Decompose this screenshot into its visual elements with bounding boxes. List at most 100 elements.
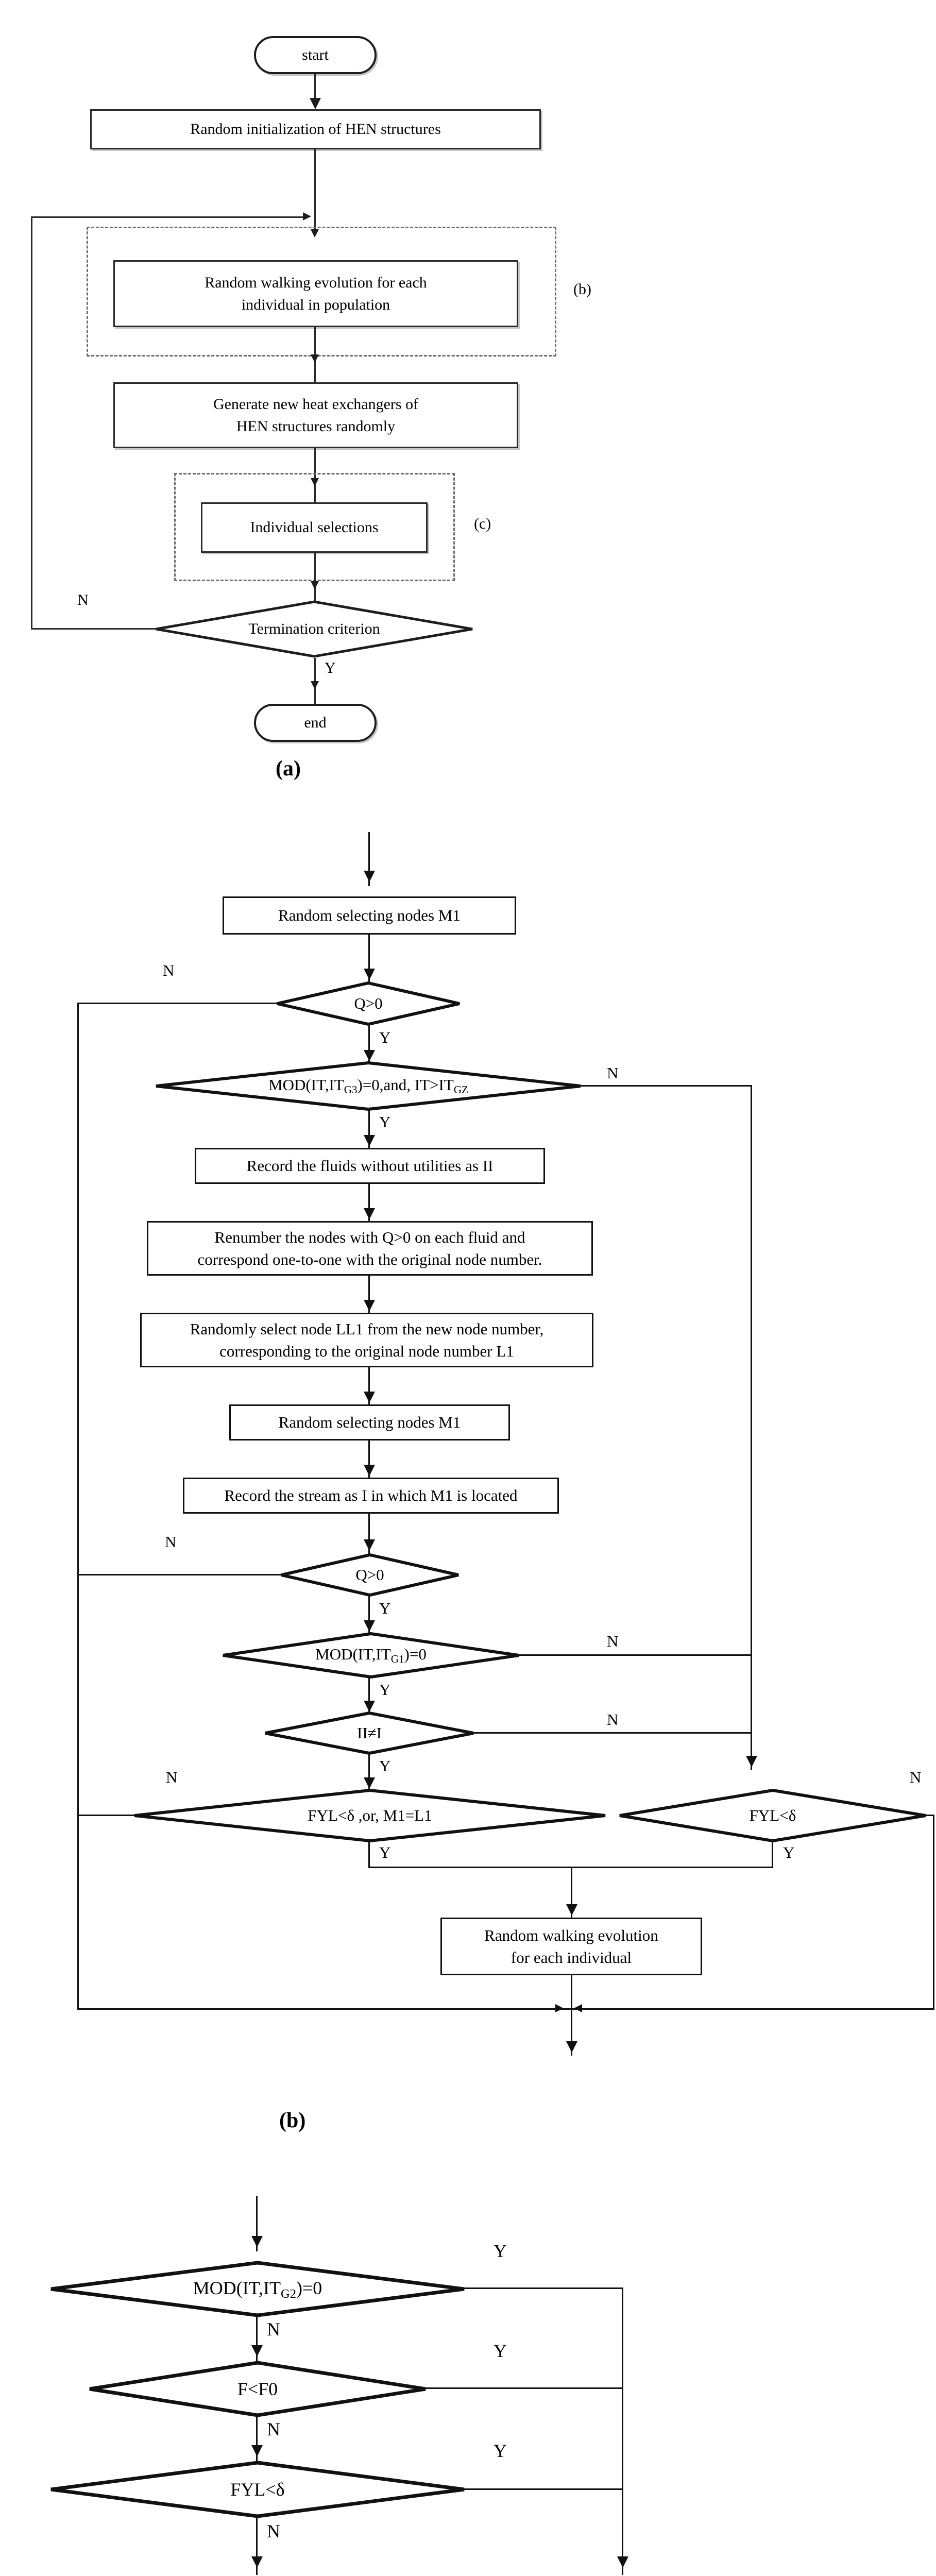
arrow-loopback-icon xyxy=(303,212,311,221)
panel-b-select-m1-top-node: Random selecting nodes M1 xyxy=(223,896,516,935)
panel-b-renumber-line1: Renumber the nodes with Q>0 on each flui… xyxy=(214,1228,525,1246)
diamond-shape-icon xyxy=(50,2461,465,2518)
panel-b-mod-g1-diamond: MOD(IT,ITG1)=0 xyxy=(222,1632,520,1679)
panel-a-end-node: end xyxy=(254,704,377,742)
diamond-shape-icon xyxy=(277,981,460,1026)
diamond-shape-icon xyxy=(281,1553,459,1597)
diamond-shape-icon xyxy=(156,600,473,658)
panel-b-fylright-no-label: N xyxy=(910,1768,922,1786)
edge-selectll1-to-m1mid xyxy=(368,1367,370,1408)
panel-b-ii-ne-i-diamond: II≠I xyxy=(264,1711,475,1755)
edge-fylright-no-h xyxy=(922,1815,934,1816)
edge-modg1-no xyxy=(515,1654,752,1656)
diamond-shape-icon xyxy=(156,1061,581,1111)
arrow-modg3-to-record-icon xyxy=(364,1135,375,1146)
panel-a-group-c-tag: (c) xyxy=(474,515,491,532)
arrow-m1top-to-q1-icon xyxy=(364,969,375,980)
panel-a-random-walk-line2: individual in population xyxy=(241,296,390,313)
edge-loopback-to-main xyxy=(31,216,304,218)
arrow-into-walk-icon xyxy=(311,229,319,238)
arrow-c-right-to-accept-icon xyxy=(617,2556,628,2568)
panel-b-select-m1-mid-label: Random selecting nodes M1 xyxy=(278,1413,461,1431)
panel-a-generate-node: Generate new heat exchangers of HEN stru… xyxy=(113,382,518,448)
diamond-shape-icon xyxy=(50,2261,465,2317)
edge-termination-no-vertical xyxy=(31,216,32,630)
diamond-shape-icon xyxy=(223,1632,519,1679)
edge-q1-no xyxy=(77,1003,279,1004)
panel-c-f-no-label: N xyxy=(267,2419,280,2439)
panel-b-iinei-yes-label: Y xyxy=(379,1757,391,1775)
diamond-shape-icon xyxy=(265,1711,474,1755)
panel-b-fyl-or-m1-label: FYL<δ ,or, M1=L1 xyxy=(308,1806,432,1824)
panel-b-record-ii-label: Record the fluids without utilities as I… xyxy=(246,1157,493,1175)
panel-b-fyl-right-label: FYL<δ xyxy=(749,1806,796,1824)
edge-c-fyl-to-keep xyxy=(256,2517,258,2575)
arrow-selection-to-termination-icon xyxy=(311,581,319,589)
panel-c-fyl-lt-delta-diamond: FYL<δ xyxy=(49,2461,466,2518)
panel-b-ii-ne-i-label: II≠I xyxy=(357,1724,382,1742)
panel-a-caption: (a) xyxy=(276,757,301,781)
panel-b-fylor-no-label: N xyxy=(166,1768,178,1786)
diamond-shape-icon xyxy=(619,1789,926,1842)
panel-b-modg3-no-label: N xyxy=(607,1064,619,1082)
panel-c-modg2-yes-label: Y xyxy=(493,2241,507,2261)
panel-b-fylor-yes-label: Y xyxy=(379,1843,391,1861)
panel-a-init-label: Random initialization of HEN structures xyxy=(190,121,441,138)
edge-c-f-to-fyl xyxy=(256,2416,258,2464)
panel-b-select-ll1-line2: corresponding to the original node numbe… xyxy=(219,1342,514,1360)
diamond-shape-icon xyxy=(89,2361,426,2417)
edge-c-modg2-yes xyxy=(464,2287,623,2289)
panel-b-q-gt-0-mid-diamond: Q>0 xyxy=(280,1553,460,1597)
edge-modg3-no-horizontal xyxy=(577,1085,752,1087)
arrow-modg1-to-iinei-icon xyxy=(364,1701,375,1712)
arrow-c-modg2-to-f-icon xyxy=(251,2345,263,2357)
panel-c-entry-edge xyxy=(256,2196,258,2251)
edge-m1mid-to-recordstream xyxy=(368,1440,370,1481)
panel-b-entry-arrow-icon xyxy=(364,871,375,882)
panel-b-select-m1-top-label: Random selecting nodes M1 xyxy=(278,906,461,924)
edge-modg1-to-iinei xyxy=(368,1677,370,1716)
arrow-walk-to-generate-icon xyxy=(311,354,319,363)
edge-right-rail-bottom xyxy=(751,2008,934,2010)
panel-b-select-ll1-node: Randomly select node LL1 from the new no… xyxy=(140,1313,593,1367)
panel-b-q1-no-label: N xyxy=(163,961,175,979)
arrow-recordii-to-renumber-icon xyxy=(364,1208,375,1219)
panel-b-mod-g3-label: MOD(IT,ITG3)=0,and, IT>ITGZ xyxy=(268,1076,468,1096)
panel-c-modg2-no-label: N xyxy=(267,2319,280,2340)
panel-a-end-label: end xyxy=(304,714,327,731)
arrow-join-to-rw-icon xyxy=(566,1904,577,1916)
edge-q2-no xyxy=(77,1574,283,1575)
panel-a-termination-no-label: N xyxy=(77,591,89,608)
panel-b-q1-yes-label: Y xyxy=(379,1028,391,1046)
panel-b-record-stream-label: Record the stream as I in which M1 is lo… xyxy=(224,1486,518,1504)
edge-c-right-rail xyxy=(622,2287,623,2575)
edge-selection-to-termination xyxy=(314,553,316,608)
panel-a-generate-line2: HEN structures randomly xyxy=(236,418,396,435)
panel-a-termination-diamond: Termination criterion xyxy=(155,600,474,658)
arrow-panel-b-exit-icon xyxy=(566,2041,577,2053)
arrow-m1mid-to-recordstream-icon xyxy=(364,1465,375,1476)
edge-recordstream-to-q2 xyxy=(368,1514,370,1556)
arrow-into-selection-icon xyxy=(311,478,319,486)
panel-a-group-b-dashed xyxy=(87,227,556,357)
panel-a-random-walk-line1: Random walking evolution for each xyxy=(205,274,427,291)
panel-a-generate-line1: Generate new heat exchangers of xyxy=(213,395,419,413)
panel-c-entry-arrow-icon xyxy=(251,2236,263,2247)
edge-recordii-to-renumber xyxy=(368,1184,370,1224)
arrow-c-f-to-fyl-icon xyxy=(251,2445,263,2456)
panel-c-f-yes-label: Y xyxy=(493,2341,507,2361)
panel-b-mod-g1-label: MOD(IT,ITG1)=0 xyxy=(315,1645,427,1665)
arrow-bottom-merge-from-right-icon xyxy=(574,2004,582,2012)
panel-b-mod-g3-diamond: MOD(IT,ITG3)=0,and, IT>ITGZ xyxy=(155,1061,582,1111)
edge-fylor-no xyxy=(77,1815,138,1816)
arrow-termination-yes-icon xyxy=(311,681,319,689)
edge-c-modg2-to-f xyxy=(256,2316,258,2364)
panel-b-record-stream-node: Record the stream as I in which M1 is lo… xyxy=(183,1478,559,1514)
panel-a-random-walk-node: Random walking evolution for each indivi… xyxy=(113,260,518,327)
panel-b-fyl-or-m1-diamond: FYL<δ ,or, M1=L1 xyxy=(133,1789,607,1842)
panel-b-fyl-right-diamond: FYL<δ xyxy=(618,1789,927,1842)
panel-a-termination-label: Termination criterion xyxy=(248,620,380,637)
edge-iinei-no xyxy=(470,1732,752,1734)
